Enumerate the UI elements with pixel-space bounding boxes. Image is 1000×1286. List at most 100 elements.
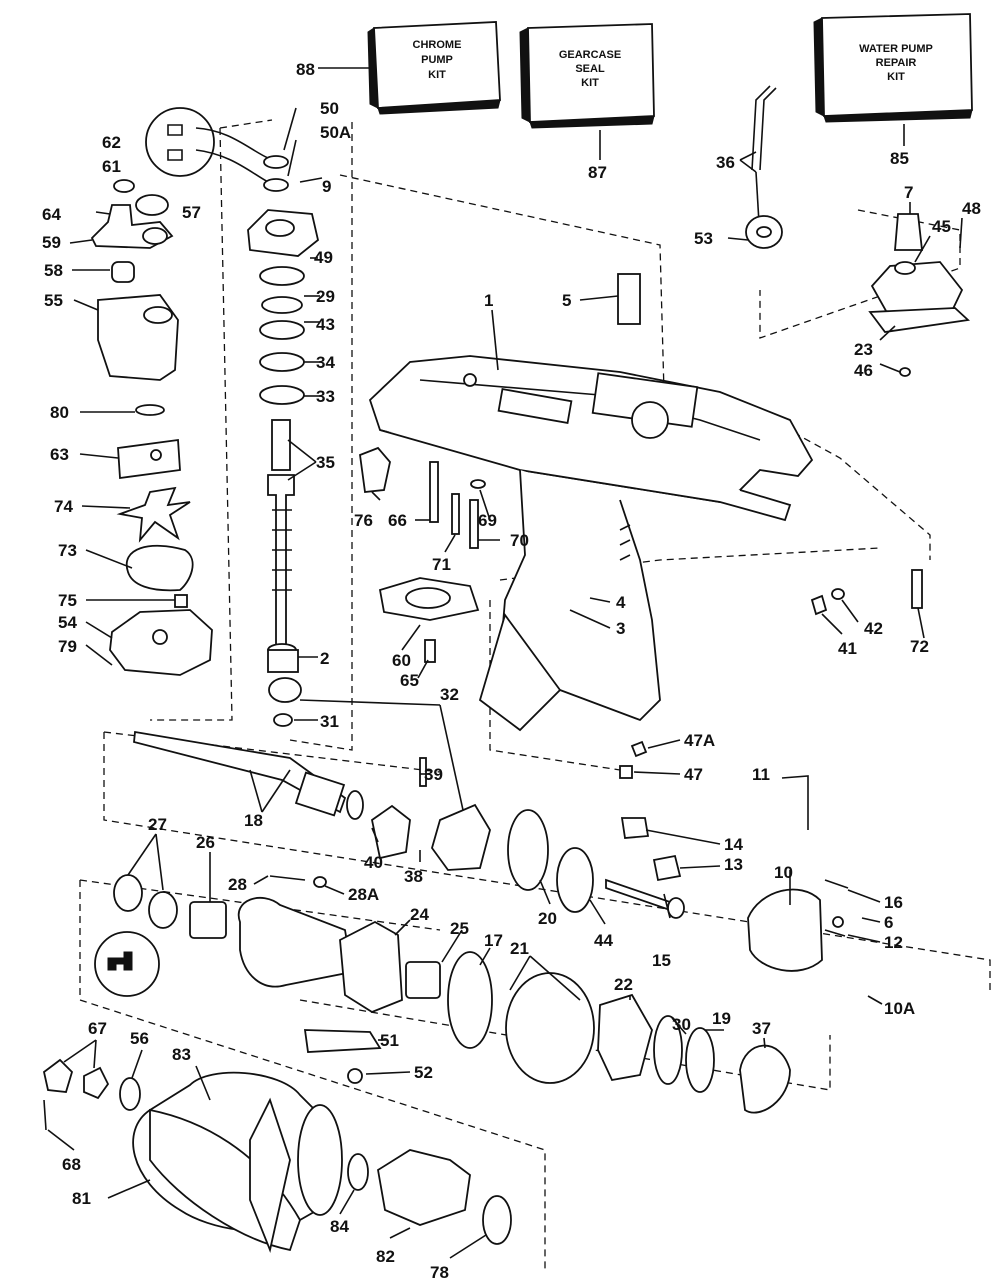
driveshaft-stack [247, 155, 464, 811]
label-78: 78 [430, 1263, 449, 1282]
label-42: 42 [864, 619, 883, 638]
label-45: 45 [932, 217, 951, 236]
label-53: 53 [694, 229, 713, 248]
label-26: 26 [196, 833, 215, 852]
label-11: 11 [752, 765, 770, 784]
label-34: 34 [316, 353, 335, 372]
label-23: 23 [854, 340, 873, 359]
label-4: 4 [616, 593, 626, 612]
bearing-housing-row [94, 874, 791, 1114]
gearcase-housing [368, 355, 814, 732]
label-17: 17 [484, 931, 503, 950]
label-25: 25 [450, 919, 469, 938]
label-46: 46 [854, 361, 873, 380]
label-72: 72 [910, 637, 929, 656]
label-22: 22 [614, 975, 633, 994]
label-80: 80 [50, 403, 69, 422]
kit-seal-line1: GEARCASE [559, 49, 621, 61]
label-21: 21 [510, 939, 529, 958]
kit-pump-line1: WATER PUMP [859, 43, 933, 55]
label-87: 87 [588, 163, 607, 182]
label-20: 20 [538, 909, 557, 928]
kit-pump-line2: REPAIR [876, 57, 917, 69]
label-29: 29 [316, 287, 335, 306]
label-38: 38 [404, 867, 423, 886]
kit-chrome-line3: KIT [428, 69, 446, 81]
label-12: 12 [884, 933, 903, 952]
label-28A: 28A [348, 885, 379, 904]
label-60: 60 [392, 651, 411, 670]
label-5: 5 [562, 291, 571, 310]
label-1: 1 [484, 291, 493, 310]
label-10: 10 [774, 863, 793, 882]
kit-box-water-pump-repair: WATER PUMP REPAIR KIT [813, 13, 973, 123]
propeller-assembly [42, 1058, 512, 1254]
label-15: 15 [652, 951, 671, 970]
label-88: 88 [296, 60, 315, 79]
kit-pump-line3: KIT [887, 71, 905, 83]
label-43: 43 [316, 315, 335, 334]
label-81: 81 [72, 1189, 91, 1208]
label-33: 33 [316, 387, 335, 406]
label-41: 41 [838, 639, 857, 658]
label-55: 55 [44, 291, 63, 310]
label-85: 85 [890, 149, 909, 168]
label-14: 14 [724, 835, 743, 854]
label-13: 13 [724, 855, 743, 874]
label-69: 69 [478, 511, 497, 530]
label-37: 37 [752, 1019, 771, 1038]
label-64: 64 [42, 205, 61, 224]
label-10A: 10A [884, 999, 915, 1018]
label-68: 68 [62, 1155, 81, 1174]
label-82: 82 [376, 1247, 395, 1266]
pump-assembly-left [90, 107, 269, 676]
label-30: 30 [672, 1015, 691, 1034]
label-48: 48 [962, 199, 981, 218]
label-65: 65 [400, 671, 419, 690]
label-27: 27 [148, 815, 167, 834]
label-74: 74 [54, 497, 73, 516]
label-70: 70 [510, 531, 529, 550]
part-labels: 88 87 85 50 50A 62 61 9 64 57 59 49 58 2… [42, 60, 981, 1282]
label-56: 56 [130, 1029, 149, 1048]
label-50: 50 [320, 99, 339, 118]
kit-chrome-line1: CHROME [413, 39, 462, 51]
label-9: 9 [322, 177, 331, 196]
label-50A: 50A [320, 123, 351, 142]
label-47A: 47A [684, 731, 715, 750]
label-84: 84 [330, 1217, 349, 1236]
kit-seal-line3: KIT [581, 77, 599, 89]
kit-chrome-line2: PUMP [421, 54, 453, 66]
label-59: 59 [42, 233, 61, 252]
label-51: 51 [380, 1031, 399, 1050]
label-18: 18 [244, 811, 263, 830]
label-75: 75 [58, 591, 77, 610]
prop-shaft-row [133, 730, 849, 972]
label-40: 40 [364, 853, 383, 872]
label-61: 61 [102, 157, 121, 176]
label-52: 52 [414, 1063, 433, 1082]
label-44: 44 [594, 931, 613, 950]
label-49: 49 [314, 248, 333, 267]
label-47: 47 [684, 765, 703, 784]
label-16: 16 [884, 893, 903, 912]
label-36: 36 [716, 153, 735, 172]
label-57: 57 [182, 203, 201, 222]
leader-lines [47, 107, 963, 1259]
magnifier-circle [145, 107, 215, 177]
label-54: 54 [58, 613, 77, 632]
label-7: 7 [904, 183, 913, 202]
kit-seal-line2: SEAL [575, 63, 605, 75]
label-32: 32 [440, 685, 459, 704]
label-24: 24 [410, 905, 429, 924]
label-39: 39 [424, 765, 443, 784]
label-28: 28 [228, 875, 247, 894]
label-6: 6 [884, 913, 893, 932]
label-73: 73 [58, 541, 77, 560]
label-83: 83 [172, 1045, 191, 1064]
kit-box-gearcase-seal: GEARCASE SEAL KIT [519, 23, 655, 129]
label-58: 58 [44, 261, 63, 280]
label-79: 79 [58, 637, 77, 656]
